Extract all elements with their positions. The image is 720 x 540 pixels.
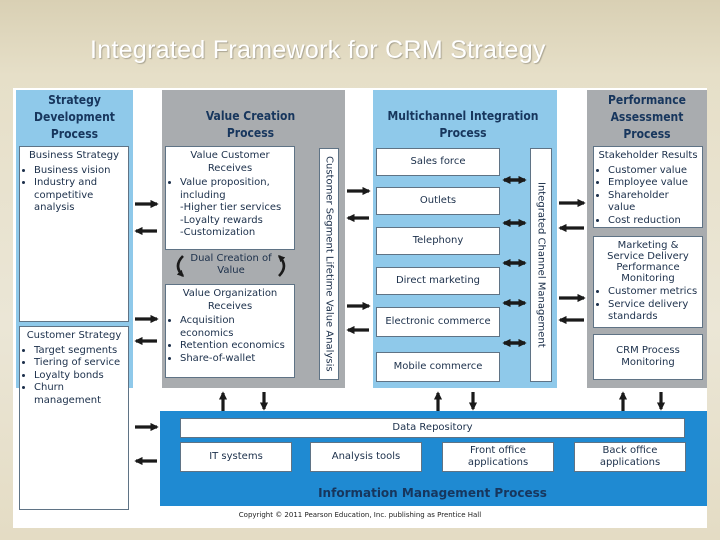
sub-item: -Customization: [180, 227, 256, 238]
integrated-channel-management-label: Integrated Channel Management: [535, 182, 547, 348]
sub-item: -Loyalty rewards: [180, 214, 263, 226]
strategy-header: Strategy Development Process: [34, 93, 115, 141]
customer-strategy-title: Customer Strategy: [26, 330, 122, 341]
marketing-service-monitoring-title: Marketing & Service Delivery Performance…: [607, 240, 689, 284]
list-item: Share-of-wallet: [180, 353, 290, 366]
list-item: Loyalty bonds: [34, 370, 124, 383]
value-header: Value Creation Process: [205, 109, 296, 140]
business-strategy-box: Business Strategy Business vision Indust…: [19, 146, 129, 322]
stakeholder-results-box: Stakeholder Results Customer value Emplo…: [593, 146, 703, 228]
customer-strategy-box: Customer Strategy Target segments Tierin…: [19, 326, 129, 510]
lifetime-value-analysis-box: Customer Segment Lifetime Value Analysis: [319, 148, 339, 380]
list-item: Churn management: [34, 382, 124, 407]
marketing-service-monitoring-box: Marketing & Service Delivery Performance…: [593, 236, 703, 328]
stakeholder-results-title: Stakeholder Results: [598, 150, 698, 161]
business-strategy-title: Business Strategy: [28, 150, 120, 161]
list-item: Value proposition, including: [180, 177, 290, 202]
list-item: Acquisition economics: [180, 315, 290, 340]
channel-sales-force: Sales force: [376, 148, 500, 176]
dual-creation-left-arrow: [176, 255, 184, 277]
slide-title: Integrated Framework for CRM Strategy: [90, 36, 546, 64]
list-item: Customer metrics: [608, 286, 698, 299]
crm-process-monitoring-box: CRM Process Monitoring: [593, 334, 703, 380]
value-organization-receives-box: Value Organization Receives Acquisition …: [165, 284, 295, 378]
connector-arrows: [134, 175, 666, 466]
list-item: Target segments: [34, 345, 124, 358]
list-item: Employee value: [608, 177, 698, 190]
dual-creation-right-arrow: [278, 255, 286, 277]
value-customer-receives-box: Value Customer Receives Value propositio…: [165, 146, 295, 250]
channel-direct-marketing: Direct marketing: [376, 267, 500, 295]
it-systems-box: IT systems: [180, 442, 292, 472]
analysis-tools-box: Analysis tools: [310, 442, 422, 472]
channel-mobile-commerce: Mobile commerce: [376, 352, 500, 382]
multichannel-header: Multichannel Integration Process: [387, 109, 539, 140]
information-management-label: Information Management Process: [318, 486, 547, 500]
back-office-applications-box: Back office applications: [574, 442, 686, 472]
channel-telephony: Telephony: [376, 227, 500, 255]
list-item: Business vision: [34, 165, 124, 178]
list-item: Cost reduction: [608, 215, 698, 228]
list-item: Industry and competitive analysis: [34, 177, 124, 215]
data-repository-box: Data Repository: [180, 418, 685, 438]
channel-electronic-commerce: Electronic commerce: [376, 307, 500, 337]
lifetime-value-analysis-label: Customer Segment Lifetime Value Analysis: [323, 156, 335, 372]
copyright-notice: Copyright © 2011 Pearson Education, Inc.…: [238, 511, 482, 519]
list-item: Customer value: [608, 165, 698, 178]
dual-creation-label: Dual Creation of Value: [190, 253, 272, 276]
value-customer-receives-title: Value Customer Receives: [190, 150, 270, 174]
integrated-channel-management-box: Integrated Channel Management: [530, 148, 552, 382]
list-item: Retention economics: [180, 340, 290, 353]
value-organization-receives-title: Value Organization Receives: [182, 288, 278, 312]
list-item: Shareholder value: [608, 190, 698, 215]
list-item: Tiering of service: [34, 357, 124, 370]
channel-outlets: Outlets: [376, 187, 500, 215]
sub-item: -Higher tier services: [180, 202, 282, 213]
performance-header: Performance Assessment Process: [608, 93, 686, 141]
list-item: Service delivery standards: [608, 299, 698, 324]
front-office-applications-box: Front office applications: [442, 442, 554, 472]
crm-framework-diagram: Strategy Development Process Value Creat…: [13, 88, 707, 528]
